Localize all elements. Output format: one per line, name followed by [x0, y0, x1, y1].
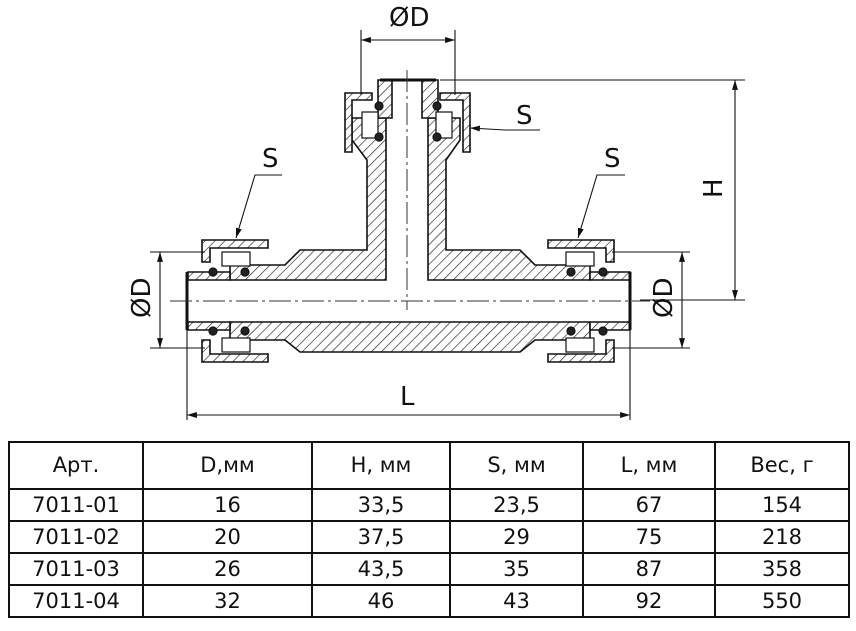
header-wrench-size: S, мм — [449, 441, 584, 490]
table-row: 7011-02 20 37,5 29 75 218 — [8, 520, 850, 554]
cell-diameter: 20 — [142, 520, 313, 554]
spec-table: Арт. D,мм H, мм S, мм L, мм Вес, г 7011-… — [8, 441, 850, 618]
label-wrench-top: S — [516, 101, 533, 131]
header-height: H, мм — [311, 441, 451, 490]
label-height: H — [699, 178, 729, 198]
cell-height: 46 — [311, 584, 451, 618]
cell-diameter: 16 — [142, 488, 313, 522]
label-top-diameter: ØD — [389, 3, 430, 33]
label-left-diameter: ØD — [127, 278, 157, 319]
table-row: 7011-04 32 46 43 92 550 — [8, 584, 850, 618]
cell-wrench-size: 43 — [449, 584, 584, 618]
cell-wrench-size: 23,5 — [449, 488, 584, 522]
dimension-lines — [150, 30, 745, 420]
drawing-labels: ØD S S S H ØD ØD L — [127, 3, 729, 412]
cell-article: 7011-04 — [8, 584, 144, 618]
header-weight: Вес, г — [714, 441, 850, 490]
cell-height: 43,5 — [311, 552, 451, 586]
collets — [208, 101, 608, 353]
table-header-row: Арт. D,мм H, мм S, мм L, мм Вес, г — [8, 441, 850, 490]
cell-length: 75 — [582, 520, 716, 554]
right-nut — [547, 239, 615, 363]
cell-height: 37,5 — [311, 520, 451, 554]
label-wrench-right: S — [604, 144, 621, 174]
cell-article: 7011-01 — [8, 488, 144, 522]
body-lower — [229, 321, 591, 353]
header-length: L, мм — [582, 441, 716, 490]
cell-length: 87 — [582, 552, 716, 586]
cell-diameter: 26 — [142, 552, 313, 586]
left-nut — [201, 239, 269, 363]
cell-diameter: 32 — [142, 584, 313, 618]
cell-wrench-size: 35 — [449, 552, 584, 586]
label-right-diameter: ØD — [649, 278, 679, 319]
table-row: 7011-03 26 43,5 35 87 358 — [8, 552, 850, 586]
cell-length: 92 — [582, 584, 716, 618]
table-row: 7011-01 16 33,5 23,5 67 154 — [8, 488, 850, 522]
label-length: L — [400, 382, 415, 412]
cell-wrench-size: 29 — [449, 520, 584, 554]
header-diameter: D,мм — [142, 441, 313, 490]
cell-weight: 218 — [714, 520, 850, 554]
tee-body — [185, 78, 632, 363]
tee-fitting-drawing: ØD S S S H ØD ØD L — [127, 3, 745, 420]
branch-pipe — [377, 79, 439, 119]
header-article: Арт. — [8, 441, 144, 490]
center-lines — [170, 70, 650, 310]
cell-article: 7011-02 — [8, 520, 144, 554]
top-nut — [344, 92, 471, 153]
label-wrench-left: S — [262, 144, 279, 174]
cell-weight: 550 — [714, 584, 850, 618]
cell-length: 67 — [582, 488, 716, 522]
cell-article: 7011-03 — [8, 552, 144, 586]
cell-weight: 154 — [714, 488, 850, 522]
cell-height: 33,5 — [311, 488, 451, 522]
body-upper-left — [229, 117, 387, 281]
cell-weight: 358 — [714, 552, 850, 586]
